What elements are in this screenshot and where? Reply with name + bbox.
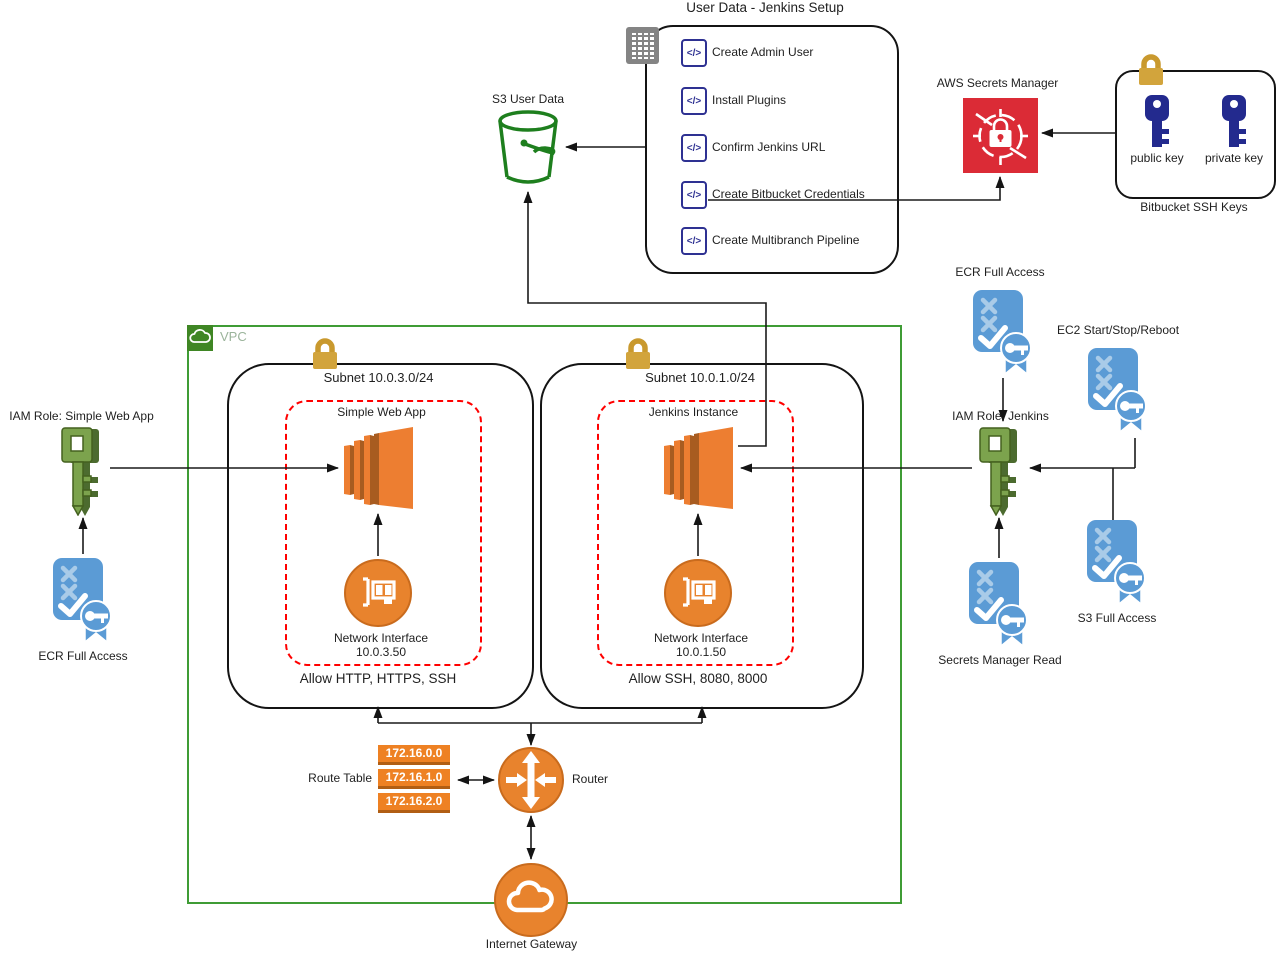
script-icon: </>	[681, 227, 707, 255]
s3-label: S3 User Data	[491, 92, 565, 106]
script-icon: </>	[681, 134, 707, 162]
padlock-icon	[313, 338, 337, 369]
private-key-icon	[1222, 95, 1246, 147]
policy-icon-secrets-read	[969, 562, 1028, 648]
script-icon: </>	[681, 181, 707, 209]
policy-secrets-read-label: Secrets Manager Read	[938, 653, 1062, 667]
web-instance-label: Simple Web App	[337, 405, 426, 419]
jenkins-allow-rules: Allow SSH, 8080, 8000	[628, 671, 768, 686]
user-data-grid-icon	[626, 27, 659, 64]
policy-icon-ec2-startstop	[1088, 348, 1147, 434]
bitbucket-keys-title: Bitbucket SSH Keys	[1140, 200, 1248, 214]
user-data-item-label: Create Admin User	[712, 45, 814, 60]
ni-jenkins-label: Network Interface	[653, 631, 749, 645]
policy-s3-full-label: S3 Full Access	[1077, 611, 1157, 625]
public-key-label: public key	[1130, 151, 1184, 165]
policy-ecr-right-label: ECR Full Access	[955, 265, 1045, 279]
route-entry: 172.16.1.0	[378, 769, 450, 789]
iam-role-web-label: IAM Role: Simple Web App	[9, 409, 154, 423]
user-data-item-label: Install Plugins	[712, 93, 787, 108]
vpc-icon	[187, 325, 213, 351]
user-data-item: </> Install Plugins	[681, 87, 786, 115]
router-icon	[498, 747, 564, 813]
route-entry: 172.16.2.0	[378, 793, 450, 813]
internet-gateway-label: Internet Gateway	[485, 937, 578, 951]
policy-icon-ecr-left	[53, 558, 112, 644]
network-interface-icon-jenkins	[664, 559, 732, 627]
user-data-box	[645, 25, 899, 274]
iam-role-web-key-icon	[61, 427, 99, 516]
network-interface-icon-web	[344, 559, 412, 627]
secrets-manager-icon	[963, 98, 1038, 173]
ec2-instance-icon-jenkins	[664, 427, 733, 509]
secrets-manager-label: AWS Secrets Manager	[936, 76, 1059, 90]
public-key-icon	[1145, 95, 1169, 147]
security-group-web	[285, 400, 482, 666]
user-data-item: </> Create Multibranch Pipeline	[681, 227, 859, 255]
ec2-instance-icon-web	[344, 427, 413, 509]
iam-role-jenkins-key-icon	[979, 427, 1017, 516]
s3-bucket-icon	[498, 110, 558, 184]
iam-role-jenkins-label: IAM Role: Jenkins	[952, 409, 1049, 423]
script-icon: </>	[681, 87, 707, 115]
route-entry: 172.16.0.0	[378, 745, 450, 765]
policy-icon-ecr-right	[973, 290, 1032, 376]
private-key-label: private key	[1204, 151, 1264, 165]
ni-web-label: Network Interface	[333, 631, 429, 645]
user-data-item-label: Confirm Jenkins URL	[712, 140, 826, 155]
padlock-icon	[1139, 54, 1163, 85]
user-data-item-label: Create Bitbucket Credentials	[712, 187, 865, 202]
router-label: Router	[572, 772, 609, 786]
user-data-item: </> Create Admin User	[681, 39, 813, 67]
user-data-item: </> Create Bitbucket Credentials	[681, 181, 865, 209]
internet-gateway-icon	[494, 863, 568, 937]
jenkins-instance-label: Jenkins Instance	[648, 405, 739, 419]
padlock-icon	[626, 338, 650, 369]
user-data-item: </> Confirm Jenkins URL	[681, 134, 825, 162]
ni-jenkins-ip: 10.0.1.50	[675, 645, 727, 659]
web-allow-rules: Allow HTTP, HTTPS, SSH	[299, 671, 457, 686]
script-icon: </>	[681, 39, 707, 67]
subnet-jenkins-title: Subnet 10.0.1.0/24	[645, 370, 755, 385]
policy-ec2-label: EC2 Start/Stop/Reboot	[1056, 323, 1180, 337]
user-data-item-label: Create Multibranch Pipeline	[712, 233, 860, 248]
route-table-label: Route Table	[308, 771, 372, 785]
subnet-web-title: Subnet 10.0.3.0/24	[323, 370, 434, 385]
bitbucket-keys-box	[1115, 70, 1276, 199]
ni-web-ip: 10.0.3.50	[355, 645, 407, 659]
policy-icon-s3-full	[1087, 520, 1146, 606]
vpc-label: VPC	[220, 329, 247, 344]
user-data-title: User Data - Jenkins Setup	[686, 0, 844, 15]
policy-ecr-left-label: ECR Full Access	[38, 649, 128, 663]
